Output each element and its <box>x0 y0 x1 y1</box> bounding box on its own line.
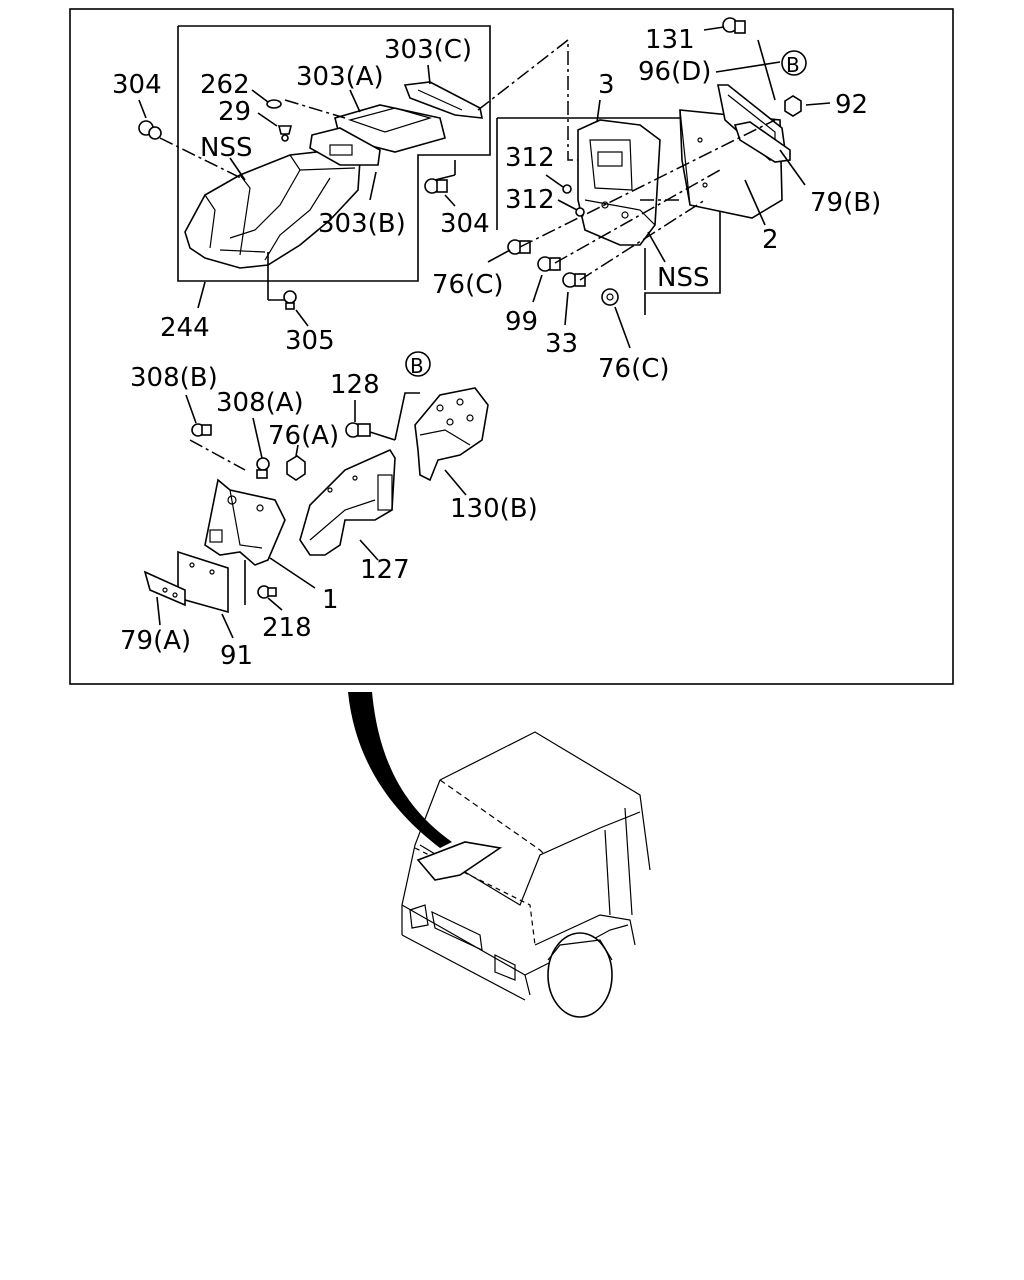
diagram-frame <box>69 8 954 685</box>
truck-cab-icon <box>348 692 651 1018</box>
nut-icon <box>601 288 619 306</box>
bolt-icon <box>138 120 162 140</box>
label-91: 91 <box>220 641 253 671</box>
label-312-b: 312 <box>505 185 555 215</box>
nut-icon <box>286 455 306 481</box>
clip-icon <box>283 290 297 310</box>
label-128: 128 <box>330 370 380 400</box>
label-303a: 303(A) <box>296 62 384 92</box>
label-305: 305 <box>285 326 335 356</box>
label-130b: 130(B) <box>450 494 538 524</box>
clip-icon <box>277 125 293 142</box>
label-303c: 303(C) <box>384 35 472 65</box>
bolt-icon <box>424 178 448 194</box>
mudguard-127 <box>299 448 396 556</box>
label-303b: 303(B) <box>318 209 406 239</box>
group-box-244 <box>177 25 491 282</box>
label-76a: 76(A) <box>268 421 339 451</box>
label-3: 3 <box>598 70 615 100</box>
label-29: 29 <box>218 97 251 127</box>
label-304-b: 304 <box>440 209 490 239</box>
bolt-icon <box>507 239 531 255</box>
label-79a: 79(A) <box>120 626 191 656</box>
strip-79b <box>733 121 791 163</box>
label-b-2: B <box>410 354 424 378</box>
label-99: 99 <box>505 307 538 337</box>
label-308b: 308(B) <box>130 363 218 393</box>
label-92: 92 <box>835 90 868 120</box>
bolt-icon <box>256 457 270 479</box>
washer-icon <box>266 99 282 109</box>
clip-icon <box>257 585 277 599</box>
bolt-icon <box>562 272 586 288</box>
label-308a: 308(A) <box>216 388 304 418</box>
bolt-icon <box>537 256 561 272</box>
label-304-a: 304 <box>112 70 162 100</box>
flap-91 <box>177 550 229 614</box>
label-1: 1 <box>322 585 339 615</box>
mudguard-upper <box>184 149 361 269</box>
bolt-icon <box>191 423 212 437</box>
label-127: 127 <box>360 555 410 585</box>
label-76c-2: 76(C) <box>598 354 670 384</box>
strip-79a <box>143 570 186 607</box>
stay-1 <box>204 478 286 566</box>
label-79b: 79(B) <box>810 188 881 218</box>
label-33: 33 <box>545 329 578 359</box>
label-b-1: B <box>786 53 800 77</box>
label-244: 244 <box>160 313 210 343</box>
bolt-icon <box>722 17 746 34</box>
label-218: 218 <box>262 613 312 643</box>
bracket-130b <box>414 387 489 482</box>
label-131: 131 <box>645 25 695 55</box>
washer-icon <box>562 184 585 217</box>
label-2: 2 <box>762 225 779 255</box>
label-nss-2: NSS <box>657 263 709 293</box>
label-312-a: 312 <box>505 143 555 173</box>
nut-icon <box>784 95 802 117</box>
bolt-icon <box>345 422 371 438</box>
pad-303b <box>309 127 381 166</box>
label-96d: 96(D) <box>638 57 711 87</box>
label-76c-1: 76(C) <box>432 270 504 300</box>
label-262: 262 <box>200 70 250 100</box>
bracket-3 <box>577 119 661 246</box>
label-nss-1: NSS <box>200 133 252 163</box>
